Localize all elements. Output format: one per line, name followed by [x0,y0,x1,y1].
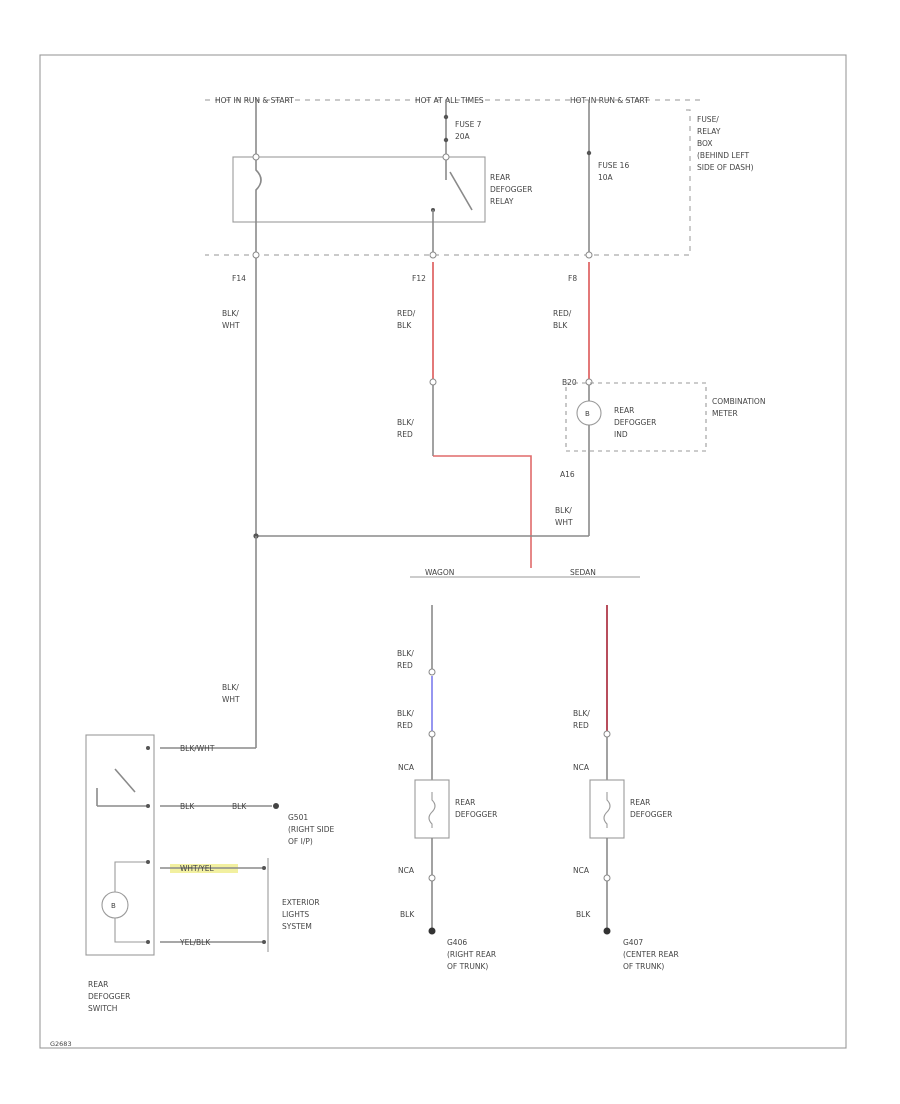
label-sw-blk-2: BLK [232,802,247,811]
label-sw-blk: BLK [180,802,195,811]
connectors-fuse-box [252,153,593,386]
label-combination-meter: COMBINATION METER [712,397,768,418]
label-wagon-blk: BLK [400,910,415,919]
label-sedan-blk-red: BLK/ RED [573,709,592,730]
label-sw-yel-blk: YEL/BLK [179,938,211,947]
fuse16-icon [586,150,592,156]
heater-element-icon [603,792,611,828]
label-sedan-rear-defogger: REAR DEFOGGER [630,798,672,819]
label-wire-blk-red-1: BLK/ RED [397,418,416,439]
ground-icon [603,927,611,935]
label-rear-defogger-switch: REAR DEFOGGER SWITCH [88,980,133,1013]
indicator-lamp-icon: B [576,400,602,426]
svg-text:B: B [585,410,590,418]
label-f14: F14 [232,274,246,283]
label-hot-all-times: HOT AT ALL TIMES [415,96,484,105]
label-wire-red-blk-2: RED/ BLK [553,309,574,330]
label-rear-defogger-relay: REAR DEFOGGER RELAY [490,173,535,206]
label-sedan-nca-2: NCA [573,866,590,875]
label-wagon-blk-red-a: BLK/ RED [397,649,416,670]
label-sw-blk-wht: BLK/WHT [180,744,215,753]
diagram-frame [39,54,847,1049]
rear-defogger-relay-box [232,156,486,223]
label-rear-defogger-ind: REAR DEFOGGER IND [614,406,659,439]
fuse-relay-box-outline [205,109,691,256]
label-sedan-blk: BLK [576,910,591,919]
label-fuse16: FUSE 16 10A [598,161,632,182]
label-wagon-nca-2: NCA [398,866,415,875]
label-fuse-relay-box: FUSE/ RELAY BOX (BEHIND LEFT SIDE OF DAS… [697,115,754,172]
label-wagon: WAGON [425,568,454,577]
label-wagon-nca-1: NCA [398,763,415,772]
label-ground-g407: G407 (CENTER REAR OF TRUNK) [623,938,681,971]
label-fuse7: FUSE 7 20A [455,120,484,141]
ground-icon [428,927,436,935]
switch-icon [96,768,148,807]
label-wagon-rear-defogger: REAR DEFOGGER [455,798,497,819]
sedan-defogger-box [589,779,625,839]
relay-coil-icon [255,157,262,222]
wagon-defogger-box [414,779,450,839]
label-sw-wht-yel: WHT/YEL [180,864,214,873]
label-wagon-blk-red-b: BLK/ RED [397,709,416,730]
label-f12: F12 [412,274,426,283]
label-f8: F8 [568,274,577,283]
relay-contact-icon [431,157,473,212]
label-wire-red-blk-1: RED/ BLK [397,309,418,330]
indicator-lamp-icon: B [101,861,148,943]
wire-to-wagon-sedan [433,455,532,568]
figure-code: G2683 [50,1040,72,1048]
label-sedan: SEDAN [570,568,596,577]
label-sedan-nca-1: NCA [573,763,590,772]
heater-element-icon [428,792,436,828]
label-wire-blk-wht-2: BLK/ WHT [555,506,574,527]
label-wire-blk-wht-1: BLK/ WHT [222,309,241,330]
rear-defogger-switch-box [85,734,155,956]
label-a16: A16 [560,470,575,479]
label-hot-run-start: HOT IN RUN & START [215,96,294,105]
switch-connectors [146,746,150,944]
label-wire-blk-wht-3: BLK/ WHT [222,683,241,704]
label-ground-g501: G501 (RIGHT SIDE OF I/P) [288,813,337,846]
label-hot-run-start-2: HOT IN RUN & START [570,96,649,105]
fuse-icon [443,114,449,143]
ground-icon [273,803,279,809]
label-exterior-lights: EXTERIOR LIGHTS SYSTEM [282,898,322,931]
svg-text:B: B [111,902,116,910]
label-ground-g406: G406 (RIGHT REAR OF TRUNK) [447,938,498,971]
